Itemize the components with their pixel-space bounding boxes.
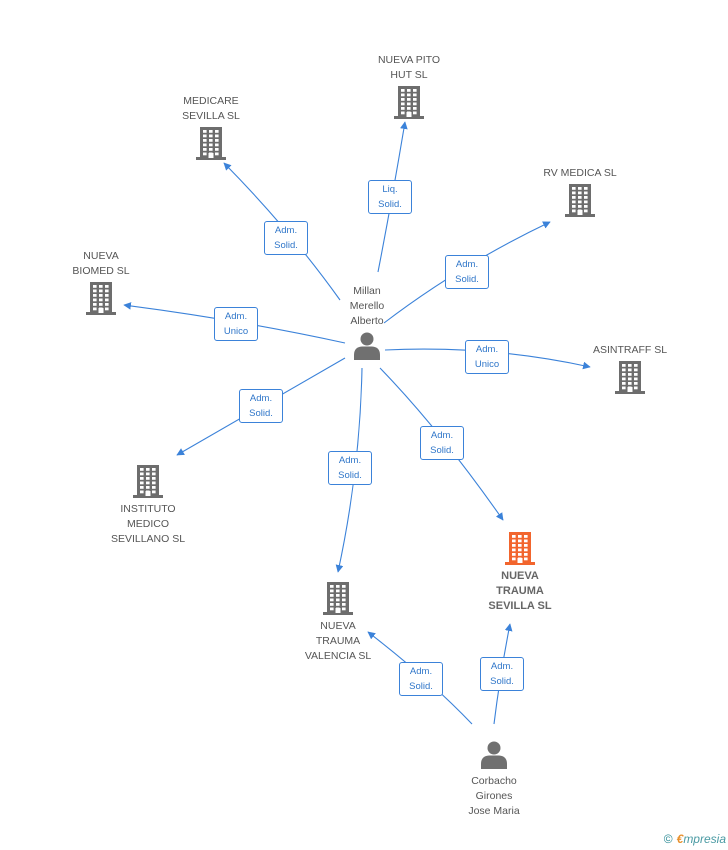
edge-role-text: Solid. bbox=[338, 470, 362, 481]
edge-role-text: Unico bbox=[223, 326, 249, 337]
edge-role-text: Adm. bbox=[475, 344, 499, 355]
node-label-line: SEVILLANO SL bbox=[110, 533, 186, 545]
edge-role-text: Liq. bbox=[382, 184, 398, 195]
edge-role-text: Adm. bbox=[224, 311, 248, 322]
node-label: NUEVA TRAUMA VALENCIA SL bbox=[305, 619, 371, 664]
building-icon bbox=[86, 282, 116, 315]
node-label-line: SEVILLA SL bbox=[182, 110, 240, 122]
edge-role-text: Adm. bbox=[490, 661, 514, 672]
node-label-line: Girones bbox=[475, 790, 513, 802]
node-label: NUEVA TRAUMA SEVILLA SL bbox=[488, 569, 551, 614]
person-icon bbox=[354, 332, 380, 360]
company-node-rv-medica[interactable]: RV MEDICA SL bbox=[515, 166, 645, 217]
building-icon bbox=[505, 532, 535, 565]
edge-role-label[interactable]: Adm. Solid. bbox=[239, 389, 283, 423]
node-label-line: TRAUMA bbox=[496, 585, 544, 597]
edge-role-text: Adm. bbox=[409, 666, 433, 677]
node-label-line: NUEVA bbox=[501, 570, 539, 582]
company-node-nueva-pito[interactable]: NUEVA PITO HUT SL bbox=[344, 53, 474, 119]
company-node-nueva-trauma-valencia[interactable]: NUEVA TRAUMA VALENCIA SL bbox=[273, 581, 403, 664]
edge-role-label[interactable]: Adm. Solid. bbox=[328, 451, 372, 485]
node-label-line: Corbacho bbox=[471, 775, 517, 787]
node-label: NUEVA PITO HUT SL bbox=[378, 53, 440, 83]
building-icon bbox=[394, 86, 424, 119]
edge-role-text: Adm. bbox=[274, 225, 298, 236]
node-label: ASINTRAFF SL bbox=[593, 343, 667, 358]
node-label-line: HUT SL bbox=[390, 69, 428, 81]
company-node-nueva-biomed[interactable]: NUEVA BIOMED SL bbox=[36, 249, 166, 315]
building-icon bbox=[615, 361, 645, 394]
node-label-line: BIOMED SL bbox=[72, 265, 130, 277]
node-label-line: MEDICARE bbox=[183, 95, 239, 107]
building-icon bbox=[323, 582, 353, 615]
node-label-line: NUEVA PITO bbox=[377, 54, 441, 66]
building-icon bbox=[133, 465, 163, 498]
edge-role-label[interactable]: Adm. Solid. bbox=[399, 662, 443, 696]
edge-role-label[interactable]: Liq. Solid. bbox=[368, 180, 412, 214]
node-label-line: TRAUMA bbox=[315, 635, 361, 647]
node-label: RV MEDICA SL bbox=[543, 166, 616, 181]
edge-role-text: Solid. bbox=[249, 408, 273, 419]
edge-role-text: Solid. bbox=[455, 274, 479, 285]
edge-role-text: Solid. bbox=[490, 676, 514, 687]
edge-role-text: Solid. bbox=[378, 199, 402, 210]
person-icon bbox=[481, 741, 507, 769]
node-label-line: VALENCIA SL bbox=[304, 650, 372, 662]
edge-role-text: Solid. bbox=[409, 681, 433, 692]
edge-role-text: Solid. bbox=[274, 240, 298, 251]
edge-role-label[interactable]: Adm. Unico bbox=[465, 340, 509, 374]
building-icon bbox=[565, 184, 595, 217]
node-label-line: ASINTRAFF SL bbox=[592, 344, 668, 356]
footer-brand: © €mpresia bbox=[664, 832, 726, 846]
building-icon bbox=[196, 127, 226, 160]
node-label: INSTITUTO MEDICO SEVILLANO SL bbox=[111, 502, 185, 547]
brand-logo[interactable]: €mpresia bbox=[676, 832, 726, 846]
edge-role-label[interactable]: Adm. Unico bbox=[214, 307, 258, 341]
node-label-line: INSTITUTO bbox=[120, 503, 176, 515]
node-label: NUEVA BIOMED SL bbox=[72, 249, 129, 279]
node-label-line: MEDICO bbox=[127, 518, 169, 530]
node-label-line: Alberto bbox=[350, 315, 384, 327]
copyright-icon: © bbox=[663, 832, 673, 846]
node-label-line: RV MEDICA SL bbox=[543, 167, 617, 179]
node-label-line: Jose Maria bbox=[468, 805, 520, 817]
edge-role-label[interactable]: Adm. Solid. bbox=[445, 255, 489, 289]
edge-role-label[interactable]: Adm. Solid. bbox=[420, 426, 464, 460]
node-label-line: NUEVA bbox=[83, 250, 119, 262]
company-node-instituto[interactable]: INSTITUTO MEDICO SEVILLANO SL bbox=[83, 464, 213, 547]
edge-role-text: Adm. bbox=[338, 455, 362, 466]
edge-role-text: Solid. bbox=[430, 445, 454, 456]
node-label-line: SEVILLA SL bbox=[488, 600, 552, 612]
node-label: MEDICARE SEVILLA SL bbox=[182, 94, 240, 124]
company-node-medicare[interactable]: MEDICARE SEVILLA SL bbox=[146, 94, 276, 160]
edge-role-label[interactable]: Adm. Solid. bbox=[480, 657, 524, 691]
node-label-line: Merello bbox=[349, 300, 385, 312]
edge-role-text: Unico bbox=[474, 359, 500, 370]
company-node-asintraff[interactable]: ASINTRAFF SL bbox=[565, 343, 695, 394]
edge-role-text: Adm. bbox=[249, 393, 273, 404]
edge-role-label[interactable]: Adm. Solid. bbox=[264, 221, 308, 255]
node-label-line: NUEVA bbox=[320, 620, 356, 632]
node-label-line: Millan bbox=[353, 285, 381, 297]
edge-role-text: Adm. bbox=[430, 430, 454, 441]
company-node-nueva-trauma-sevilla[interactable]: NUEVA TRAUMA SEVILLA SL bbox=[455, 531, 585, 614]
edge-role-text: Adm. bbox=[455, 259, 479, 270]
